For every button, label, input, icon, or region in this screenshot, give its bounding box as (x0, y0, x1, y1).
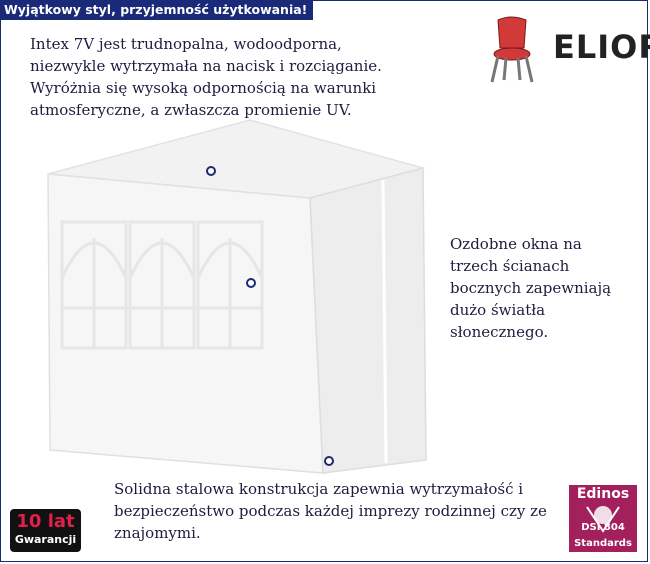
edinos-code: DSI 804 (581, 522, 625, 533)
callout-frame: Solidna stalowa konstrukcja zapewnia wyt… (114, 480, 547, 542)
tagline-banner: Wyjątkowy styl, przyjemność użytkowania! (0, 0, 314, 20)
warranty-years: 10 lat (16, 511, 75, 532)
callout-windows: Ozdobne okna na trzech ścianach bocznych… (450, 235, 612, 341)
warranty-badge: 10 lat Gwarancji (10, 509, 81, 552)
warranty-label: Gwarancji (14, 533, 77, 546)
callout-durability: Intex 7V jest trudnopalna, wodoodporna, … (30, 35, 382, 119)
checkmark-icon (586, 506, 620, 533)
chair-logo-icon (490, 16, 534, 83)
tent-product-image (47, 119, 427, 474)
edinos-standard: Standards (574, 538, 632, 549)
brand-name: ELIOR (553, 28, 650, 66)
window-marker (246, 278, 256, 288)
frame-marker (324, 456, 334, 466)
edinos-badge: Edinos DSI 804 Standards (569, 485, 637, 552)
roof-marker (206, 166, 216, 176)
edinos-name: Edinos (576, 486, 630, 502)
